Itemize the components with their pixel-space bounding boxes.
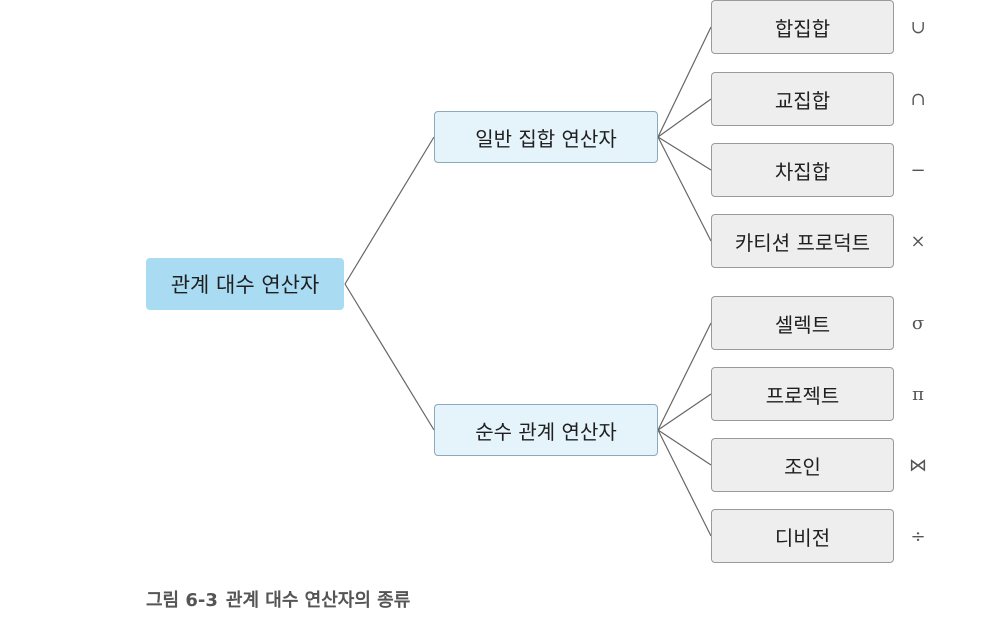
leaf-node-join: 조인: [711, 438, 894, 492]
intersection-symbol: ∩: [910, 88, 926, 110]
link-pure-to-project: [657, 393, 712, 431]
link-general-to-intersection: [657, 98, 712, 138]
leaf-node-intersection: 교집합: [711, 72, 894, 126]
figure-caption-text: 관계 대수 연산자의 종류: [225, 590, 411, 611]
cartesian-product-symbol: ×: [910, 230, 926, 252]
join-symbol: ⋈: [909, 454, 927, 476]
leaf-node-project: 프로젝트: [711, 367, 894, 421]
link-general-to-difference: [657, 136, 712, 171]
union-symbol: ∪: [910, 16, 926, 38]
leaf-node-select: 셀렉트: [711, 296, 894, 350]
figure-caption: 그림 6-3 관계 대수 연산자의 종류: [146, 586, 410, 612]
leaf-node-difference: 차집합: [711, 143, 894, 197]
link-root-to-pure: [344, 283, 435, 431]
difference-symbol: −: [910, 159, 926, 181]
division-symbol: ÷: [910, 525, 926, 547]
figure-number: 그림 6-3: [146, 590, 218, 611]
leaf-node-cartesian-product: 카티션 프로덕트: [711, 214, 894, 268]
leaf-node-union: 합집합: [711, 0, 894, 54]
link-pure-to-select: [657, 322, 712, 431]
group-node-pure-relational-operators: 순수 관계 연산자: [434, 404, 658, 456]
project-symbol: π: [912, 383, 924, 405]
root-node-relational-algebra: 관계 대수 연산자: [146, 258, 344, 310]
group-node-general-set-operators: 일반 집합 연산자: [434, 111, 658, 163]
link-root-to-general: [344, 136, 435, 285]
link-general-to-union: [657, 26, 712, 138]
select-symbol: σ: [911, 312, 925, 334]
leaf-node-division: 디비전: [711, 509, 894, 563]
link-general-to-cartesian-product: [657, 136, 712, 242]
link-pure-to-join: [657, 429, 712, 466]
link-pure-to-division: [657, 429, 712, 537]
